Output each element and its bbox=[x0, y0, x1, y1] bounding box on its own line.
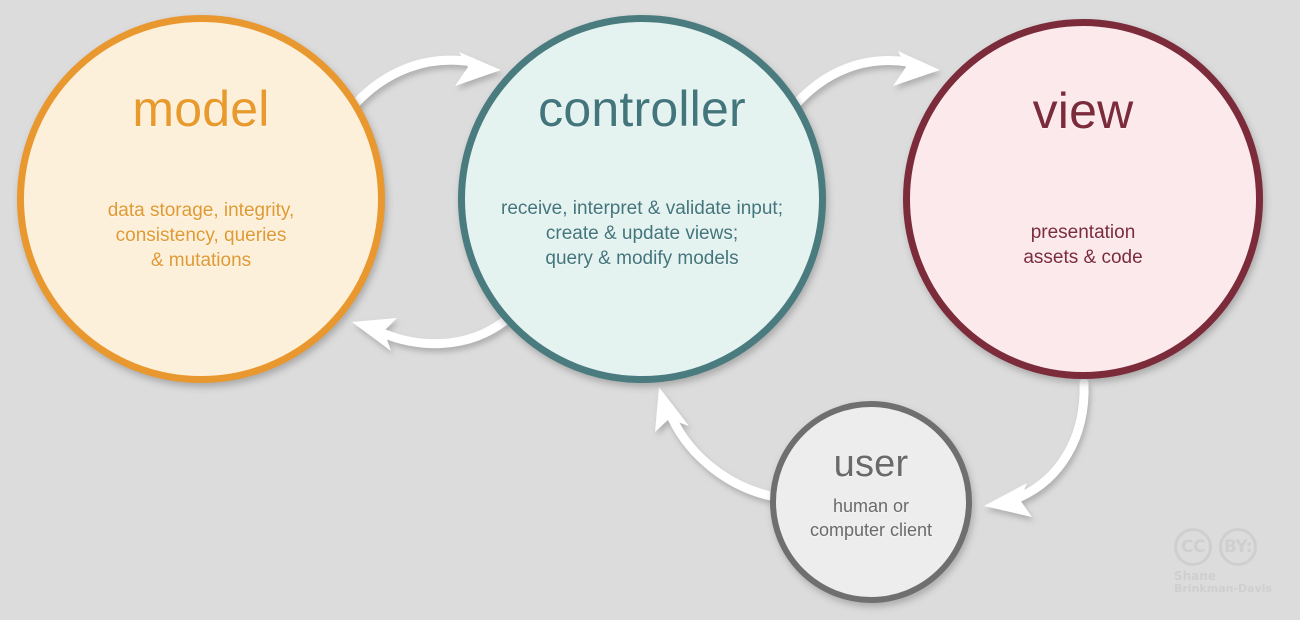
node-model-description-line-1: data storage, integrity, bbox=[107, 200, 295, 221]
node-view-description: presentation assets & code bbox=[1023, 220, 1142, 270]
node-controller-description-line-1: receive, interpret & validate input; bbox=[501, 198, 783, 219]
creative-commons-marks: CC BY: bbox=[1174, 528, 1257, 566]
creative-commons-icon: CC bbox=[1174, 528, 1212, 566]
author-name-line-1: Shane bbox=[1174, 569, 1216, 583]
node-model-title: model bbox=[132, 81, 270, 137]
node-model-description: data storage, integrity, consistency, qu… bbox=[108, 198, 295, 273]
node-view[interactable]: view presentation assets & code bbox=[903, 19, 1263, 379]
author-attribution: Shane Brinkman-Davis bbox=[1174, 569, 1272, 596]
arrow-controller-to-model bbox=[352, 315, 511, 351]
node-user-description-line-2: computer client bbox=[809, 519, 933, 540]
author-name-line-2: Brinkman-Davis bbox=[1174, 582, 1273, 596]
license-badge: CC BY: Shane Brinkman-Davis bbox=[1174, 528, 1290, 604]
node-view-title: view bbox=[1032, 83, 1134, 139]
node-model-description-line-3: & mutations bbox=[150, 250, 252, 272]
node-user-title: user bbox=[833, 443, 909, 485]
node-controller-description-line-2: create & update views; bbox=[545, 223, 739, 245]
arrow-user-to-controller bbox=[655, 387, 786, 503]
node-user[interactable]: user human or computer client bbox=[770, 401, 972, 603]
node-controller-description-line-3: query & modify models bbox=[545, 248, 739, 270]
node-controller[interactable]: controller receive, interpret & validate… bbox=[458, 15, 826, 383]
node-view-description-line-1: presentation bbox=[1030, 222, 1136, 243]
node-controller-description: receive, interpret & validate input; cre… bbox=[501, 196, 783, 271]
arrow-model-to-controller bbox=[344, 52, 501, 116]
node-model-description-line-2: consistency, queries bbox=[115, 225, 287, 247]
attribution-by-icon: BY: bbox=[1219, 528, 1257, 566]
arrow-view-to-user bbox=[984, 378, 1089, 517]
node-view-description-line-2: assets & code bbox=[1023, 247, 1143, 269]
arrow-controller-to-view bbox=[785, 51, 940, 116]
node-user-description-line-1: human or bbox=[832, 496, 910, 516]
node-model[interactable]: model data storage, integrity, consisten… bbox=[17, 15, 385, 383]
node-controller-title: controller bbox=[538, 81, 746, 137]
node-user-description: human or computer client bbox=[810, 495, 932, 543]
